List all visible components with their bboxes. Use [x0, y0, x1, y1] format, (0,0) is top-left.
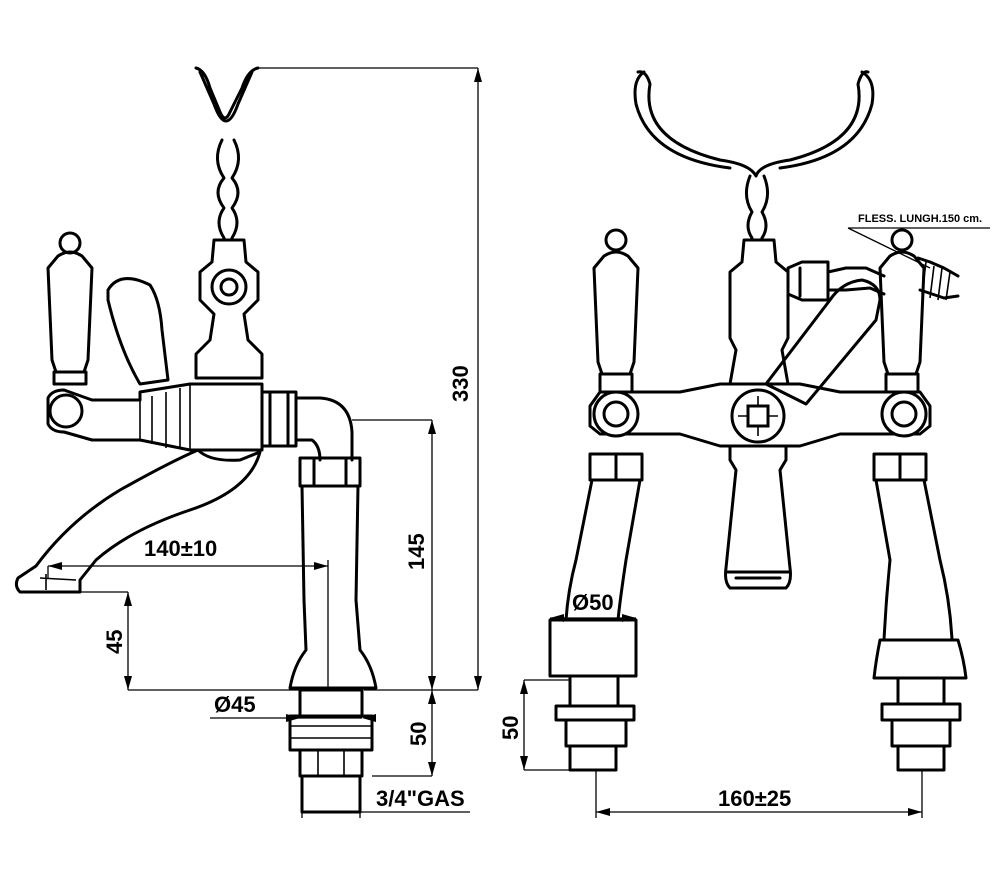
- dim-160-lines: [595, 770, 923, 818]
- front-left-handle: [592, 250, 640, 394]
- front-left-nut: [588, 452, 644, 482]
- side-coupling-nut: [260, 390, 298, 448]
- side-leg-nut: [298, 456, 362, 488]
- front-right-handle: [878, 250, 926, 394]
- front-right-valve-inner: [890, 400, 918, 428]
- dim-330-label: 330: [448, 365, 473, 402]
- side-leg: [288, 484, 378, 690]
- front-left-base: [548, 618, 638, 678]
- dim-45-lines: [80, 591, 300, 691]
- dim-140-label: 140±10: [144, 536, 217, 561]
- front-left-shank: [554, 674, 636, 772]
- front-right-shank: [880, 676, 962, 772]
- dim-50l-lines: [372, 690, 433, 777]
- side-spout: [14, 448, 262, 594]
- dim-50r-label: 50: [498, 716, 523, 740]
- front-spout: [724, 444, 792, 590]
- front-cradle: [633, 70, 875, 178]
- front-hose-connector: [786, 260, 830, 302]
- side-view: [14, 66, 378, 814]
- front-view: [548, 70, 968, 772]
- front-right-base: [872, 638, 968, 680]
- front-left-knob: [604, 228, 628, 252]
- dim-o50-label: Ø50: [572, 590, 614, 615]
- dim-45-label: 45: [102, 630, 127, 654]
- dim-50l-label: 50: [406, 722, 431, 746]
- dim-o45-label: Ø45: [214, 692, 256, 717]
- front-spout-tip: [724, 570, 792, 580]
- front-column: [728, 238, 790, 386]
- dim-160-label: 160±25: [718, 786, 791, 811]
- hose-note-label: FLESS. LUNGH.150 cm.: [858, 213, 982, 225]
- side-lever-knob: [58, 231, 82, 255]
- front-cradle-stem: [745, 174, 769, 240]
- front-dimensions: FLESS. LUNGH.150 cm. Ø50 50 160±25: [498, 213, 990, 818]
- side-cradle: [194, 66, 260, 123]
- side-body-upper: [194, 238, 264, 380]
- side-lever-blade: [106, 277, 170, 386]
- side-valve-cap: [48, 393, 84, 429]
- front-center-square: [746, 404, 770, 428]
- side-elbow: [294, 396, 354, 462]
- front-left-valve-inner: [602, 400, 630, 428]
- front-right-leg: [874, 478, 954, 642]
- side-spout-aerator: [39, 574, 77, 590]
- side-valve-threads: [139, 384, 191, 450]
- dim-140-lines: [47, 560, 329, 690]
- side-diverter-knob: [219, 277, 239, 297]
- hose-note-leader: [847, 227, 990, 269]
- side-shank-lines: [290, 725, 372, 776]
- side-cradle-stem: [216, 138, 240, 240]
- dim-145-label: 145: [404, 533, 429, 570]
- front-right-knob: [890, 228, 914, 252]
- dim-145-lines: [352, 419, 433, 690]
- front-right-nut: [872, 452, 928, 482]
- side-dimensions: 330 145 140±10 45 Ø45 50 3/4"GAS: [47, 67, 482, 818]
- side-lever-handle: [46, 250, 94, 386]
- side-shank: [288, 688, 374, 814]
- dim-330-lines: [258, 67, 479, 691]
- front-crossbar: [588, 382, 932, 448]
- dim-50r-lines: [523, 679, 570, 771]
- dim-gas-lines: [301, 811, 470, 818]
- dim-gas-label: 3/4"GAS: [376, 786, 465, 811]
